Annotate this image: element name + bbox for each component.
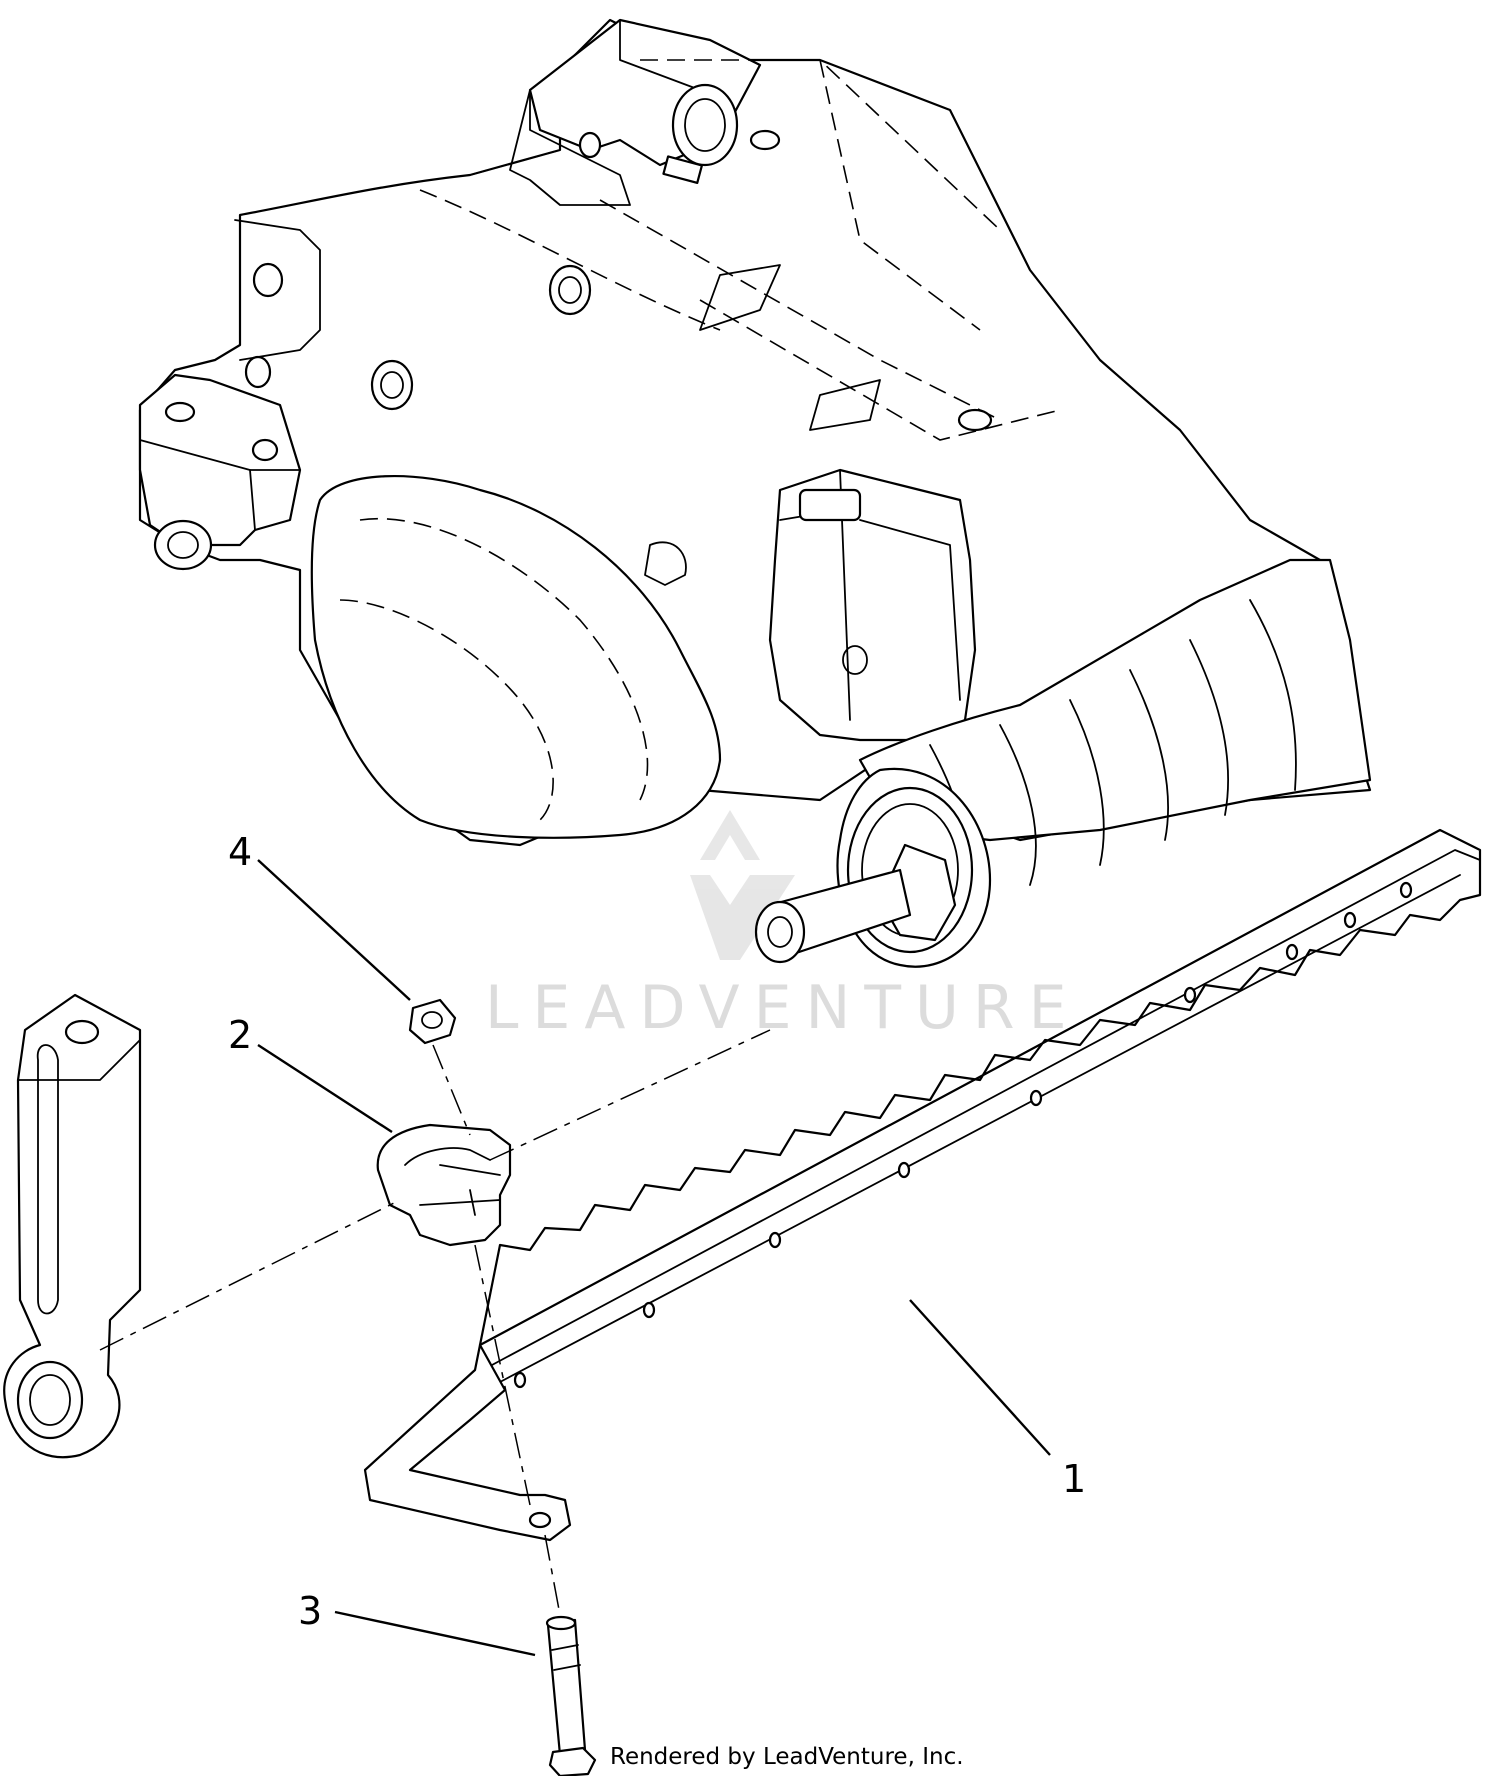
callout-1-leader (909, 1299, 1051, 1456)
callout-4: 4 (228, 830, 252, 874)
part-3-bolt (545, 1615, 597, 1776)
assembly-lines (99, 1029, 771, 1616)
callout-2-leader (257, 1043, 393, 1134)
callout-4-leader (257, 859, 411, 1001)
callout-2: 2 (228, 1013, 252, 1057)
part-4-nut (408, 998, 457, 1045)
watermark-logo-icon (690, 810, 795, 960)
render-credit: Rendered by LeadVenture, Inc. (610, 1744, 964, 1770)
cutting-reel-assembly (138, 18, 1372, 968)
callout-1: 1 (1062, 1457, 1086, 1501)
part-2-clamp (376, 1123, 512, 1247)
callout-3-leader (334, 1610, 536, 1657)
link-arm (3, 993, 142, 1459)
callout-3: 3 (298, 1589, 322, 1633)
leadventure-watermark: LEADVENTURE (485, 810, 1081, 1043)
callouts: 4 2 3 1 (228, 830, 1086, 1657)
watermark-text: LEADVENTURE (485, 973, 1081, 1043)
part-1-skid-bar (363, 828, 1482, 1542)
skid-bar-holes (513, 881, 1413, 1389)
